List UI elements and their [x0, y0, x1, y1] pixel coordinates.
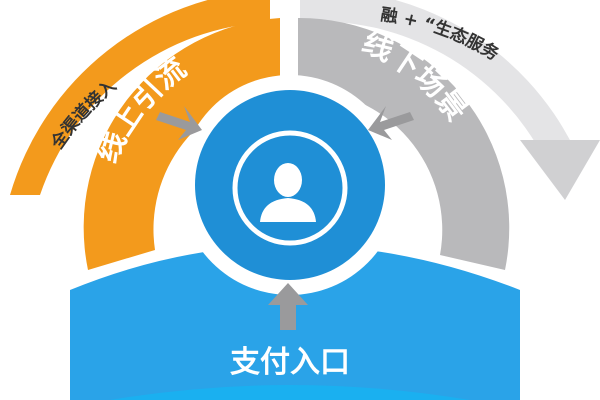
segment-payment-label: 支付入口 — [230, 345, 350, 380]
outer-gray-arrow-icon — [520, 140, 600, 200]
segment-offline-shape — [298, 17, 510, 270]
bottom-band — [110, 385, 470, 400]
outer-orange-arc — [10, 0, 270, 195]
arrow-bottom-icon — [268, 283, 308, 330]
user-icon — [260, 163, 316, 222]
arrow-left-icon — [156, 106, 202, 140]
arrow-right-icon — [368, 106, 414, 140]
segment-online-shape — [83, 18, 280, 270]
center-inner-ring — [232, 130, 348, 246]
